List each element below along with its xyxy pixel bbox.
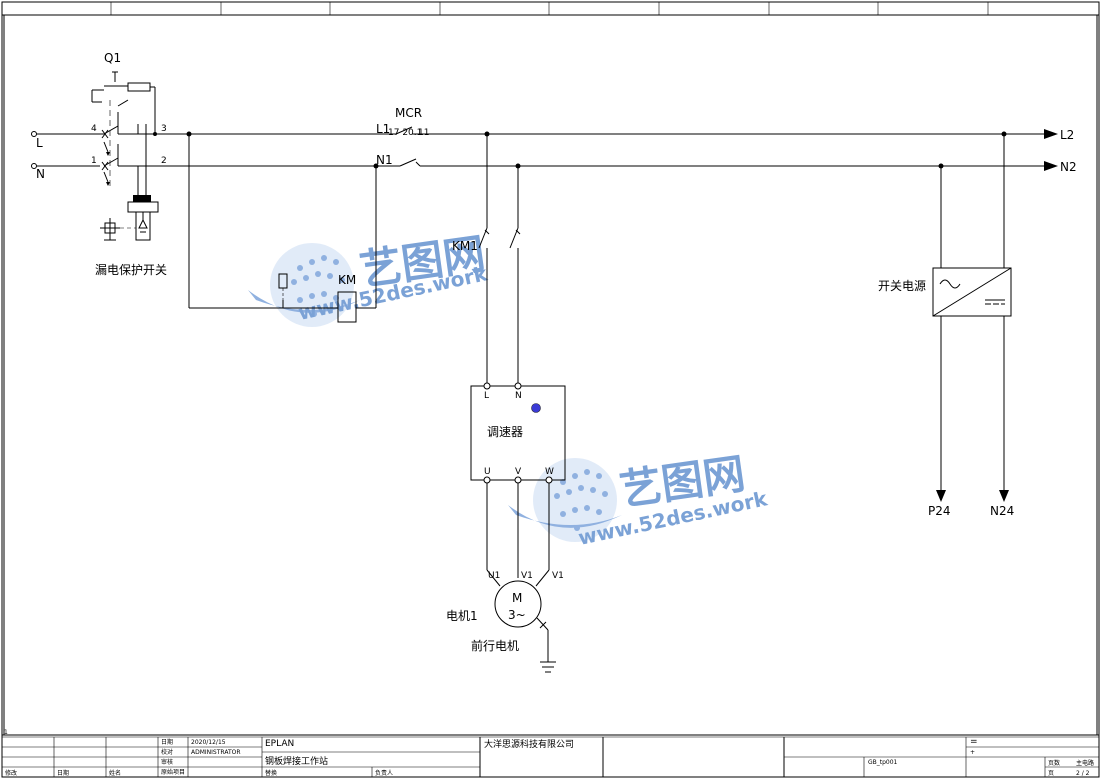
label-output-n2: N2 xyxy=(1060,160,1077,174)
title-block: 日期 2020/12/15 校对 ADMINISTRATOR 审核 原始项目 E… xyxy=(2,734,1099,777)
label-v1a: V1 xyxy=(521,571,533,581)
label-input-l: L xyxy=(36,136,43,150)
km-coil xyxy=(337,291,357,323)
label-vfd-l: L xyxy=(484,391,489,401)
label-km: KM xyxy=(338,273,356,287)
label-sheet-marker: 1 xyxy=(4,729,8,736)
label-l1: L1 xyxy=(376,122,390,136)
label-u1: U1 xyxy=(488,571,500,581)
ac-symbol-icon xyxy=(939,279,961,289)
km1-contacts xyxy=(478,131,521,384)
label-p24: P24 xyxy=(928,504,951,518)
tb-project: 钢板焊接工作站 xyxy=(265,755,328,767)
arrow-p24-icon xyxy=(936,490,946,502)
label-km1: KM1 xyxy=(452,239,478,253)
label-rcd: 漏电保护开关 xyxy=(95,263,167,277)
arrow-l2-icon xyxy=(1044,129,1058,139)
tb-company: 大洋思源科技有限公司 xyxy=(484,738,574,750)
tb-drawing-no: GB_tp001 xyxy=(868,759,898,766)
label-psu: 开关电源 xyxy=(878,279,926,293)
watermark-globe-icon-2 xyxy=(508,458,622,542)
watermark-2: 艺图网 www.52des.work xyxy=(508,449,770,550)
label-q1: Q1 xyxy=(104,51,121,65)
km-control-circuit xyxy=(186,131,379,323)
tb-date-value: 2020/12/15 xyxy=(191,739,226,746)
main-supply-lines xyxy=(31,126,1058,171)
terminal-n xyxy=(31,163,37,169)
tb-eq: = xyxy=(970,737,978,747)
label-n1: N1 xyxy=(376,153,393,167)
label-vfd-n: N xyxy=(515,391,522,401)
label-output-l2: L2 xyxy=(1060,128,1074,142)
mcr-contact-l xyxy=(395,126,413,135)
label-n24: N24 xyxy=(990,504,1014,518)
vfd-status-led-icon xyxy=(531,403,541,413)
tb-software: EPLAN xyxy=(265,739,294,749)
label-terminal-3: 3 xyxy=(161,124,167,134)
tb-date2-label: 日期 xyxy=(57,769,69,777)
vfd-speed-controller xyxy=(470,382,566,484)
tb-name-label: 姓名 xyxy=(109,769,121,777)
label-motor-3: 3~ xyxy=(508,608,526,622)
arrow-n2-icon xyxy=(1044,161,1058,171)
rcd-coil-icon xyxy=(133,195,151,202)
tb-check-label: 校对 xyxy=(161,748,173,756)
tb-replace-label: 替换 xyxy=(265,769,277,777)
schematic-labels: Q1 MCR L1 17 20.1 11 N1 3 2 4 1 L N L2 N… xyxy=(4,51,1077,736)
tb-owner-label: 负责人 xyxy=(375,769,393,777)
rcd-breaker-q1 xyxy=(91,71,159,241)
label-motor-m: M xyxy=(512,591,522,605)
tb-sheet-label: 页 xyxy=(1048,770,1054,777)
label-contact-ref2: 11 xyxy=(418,128,429,138)
label-vfd: 调速器 xyxy=(487,425,523,439)
label-terminal-1: 1 xyxy=(91,156,97,166)
label-terminal-4: 4 xyxy=(91,124,97,134)
label-input-n: N xyxy=(36,167,45,181)
label-motor-name: 电机1 xyxy=(446,609,478,623)
tb-review-label: 审核 xyxy=(161,758,173,766)
mcr-contact-n xyxy=(399,158,417,167)
switching-power-supply xyxy=(932,131,1012,502)
tb-date-label: 日期 xyxy=(161,738,173,746)
tb-page-value: 主电路 xyxy=(1076,759,1094,767)
label-motor-desc: 前行电机 xyxy=(471,638,519,653)
watermark-globe-icon xyxy=(248,243,360,327)
tb-plus: + xyxy=(970,749,975,756)
label-contact-ref: 17 20.1 xyxy=(388,128,422,138)
label-mcr: MCR xyxy=(395,106,422,120)
watermark-1: 艺图网 www.52des.work xyxy=(248,229,490,327)
label-vfd-v: V xyxy=(515,467,522,477)
label-vfd-w: W xyxy=(545,467,554,477)
tb-check-value: ADMINISTRATOR xyxy=(191,749,241,756)
label-vfd-u: U xyxy=(484,467,491,477)
label-v1b: V1 xyxy=(552,571,564,581)
tb-modify-label: 修改 xyxy=(5,769,17,777)
arrow-n24-icon xyxy=(999,490,1009,502)
tb-sheet-value: 2 / 2 xyxy=(1076,770,1090,777)
tb-page-label: 页数 xyxy=(1048,759,1060,767)
tb-original-label: 原始项目 xyxy=(161,768,185,776)
motor xyxy=(486,483,556,673)
label-terminal-2: 2 xyxy=(161,156,167,166)
motor-symbol-icon xyxy=(494,580,542,628)
terminal-l xyxy=(31,131,37,137)
